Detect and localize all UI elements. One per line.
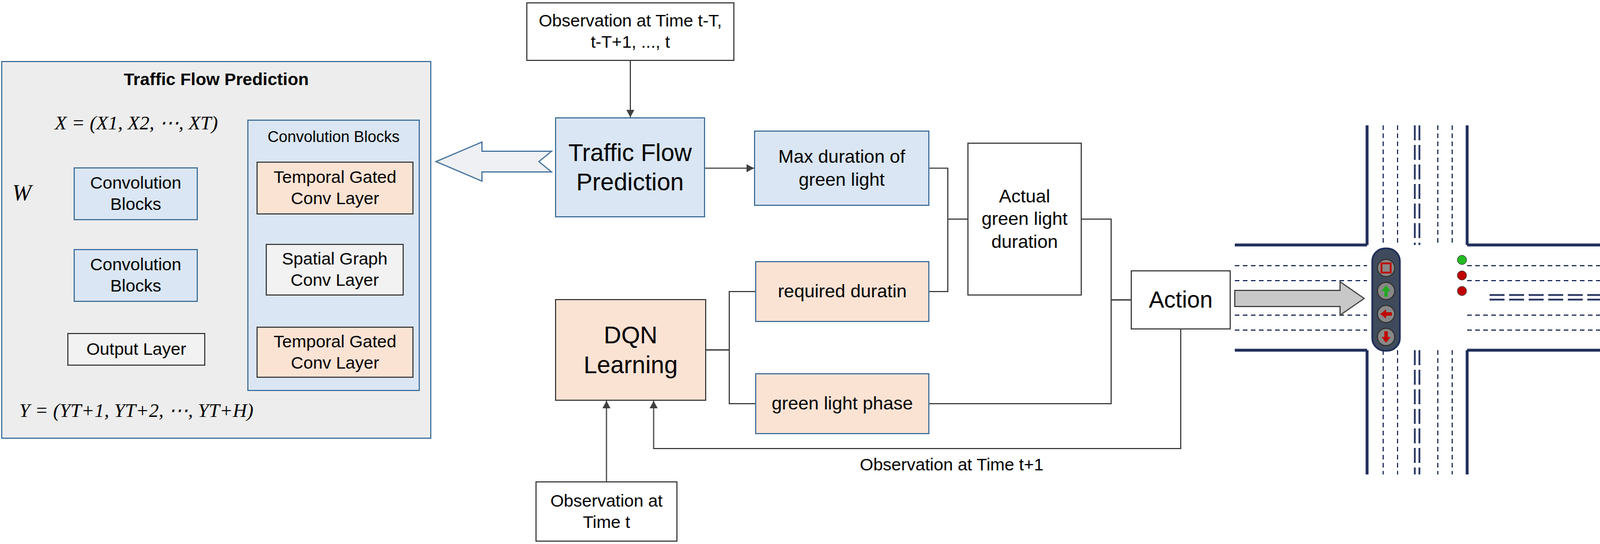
- connector: [649, 329, 1182, 449]
- observation-box: Observation at Time t-T, t-T+1, ..., t: [526, 2, 735, 61]
- node-text: Convolution Blocks: [80, 254, 191, 297]
- arrow-head: [602, 400, 611, 409]
- node-text: Temporal Gated Conv Layer: [263, 166, 407, 209]
- required-duration-box: required duratin: [755, 261, 930, 323]
- connector: [929, 219, 968, 292]
- conv-block: Convolution Blocks: [73, 167, 198, 221]
- action-box: Action: [1130, 270, 1231, 330]
- node-text: Temporal Gated Conv Layer: [263, 331, 407, 374]
- connector: [626, 60, 635, 118]
- node-text: Output Layer: [86, 338, 186, 361]
- connector: [602, 400, 611, 482]
- connector: [929, 300, 1131, 405]
- temporal-layer: Temporal Gated Conv Layer: [256, 161, 414, 215]
- formula-label: X = (X1, X2, ⋯, XT): [54, 110, 218, 135]
- panel-heading: Convolution Blocks: [248, 127, 419, 147]
- arrow-head: [649, 400, 658, 409]
- node-text: Actual green light duration: [974, 185, 1075, 253]
- temporal-layer: Temporal Gated Conv Layer: [256, 326, 414, 378]
- connector: [929, 168, 968, 220]
- node-text: Traffic Flow Prediction: [561, 138, 699, 197]
- node-text: required duratin: [777, 280, 907, 303]
- output-layer: Output Layer: [67, 332, 206, 366]
- node-text: Observation at Time t-T, t-T+1, ..., t: [533, 10, 728, 53]
- connector: [1081, 219, 1131, 301]
- formula-label: Y = (YT+1, YT+2, ⋯, YT+H): [18, 398, 254, 422]
- arrow-head: [626, 109, 635, 118]
- node-text: Max duration of green light: [760, 145, 923, 191]
- node-text: Spatial Graph Conv Layer: [272, 248, 397, 291]
- conv-block: Convolution Blocks: [73, 249, 198, 302]
- max-duration-box: Max duration of green light: [753, 130, 930, 206]
- arrow-head: [746, 164, 754, 173]
- prediction-box: Traffic Flow Prediction: [554, 117, 706, 218]
- node-text: DQN Learning: [561, 320, 700, 380]
- dqn-box: DQN Learning: [554, 299, 707, 401]
- spatial-layer: Spatial Graph Conv Layer: [265, 243, 404, 296]
- node-text: Convolution Blocks: [80, 172, 191, 215]
- phase-box: green light phase: [755, 373, 930, 435]
- weight-label: W: [12, 178, 32, 206]
- node-text: Observation at Time t: [542, 490, 671, 533]
- connector: [706, 350, 756, 405]
- observation-box: Observation at Time t: [535, 481, 678, 542]
- panel-heading: Traffic Flow Prediction: [2, 69, 431, 91]
- node-text: green light phase: [771, 392, 914, 415]
- node-text: Action: [1148, 285, 1213, 315]
- edge-label: Observation at Time t+1: [857, 454, 1046, 475]
- connector: [706, 291, 756, 351]
- connector: [705, 164, 754, 173]
- connector: [435, 142, 552, 182]
- actual-duration-box: Actual green light duration: [967, 142, 1082, 296]
- conv-blocks-panel: Convolution BlocksTemporal Gated Conv La…: [247, 119, 420, 392]
